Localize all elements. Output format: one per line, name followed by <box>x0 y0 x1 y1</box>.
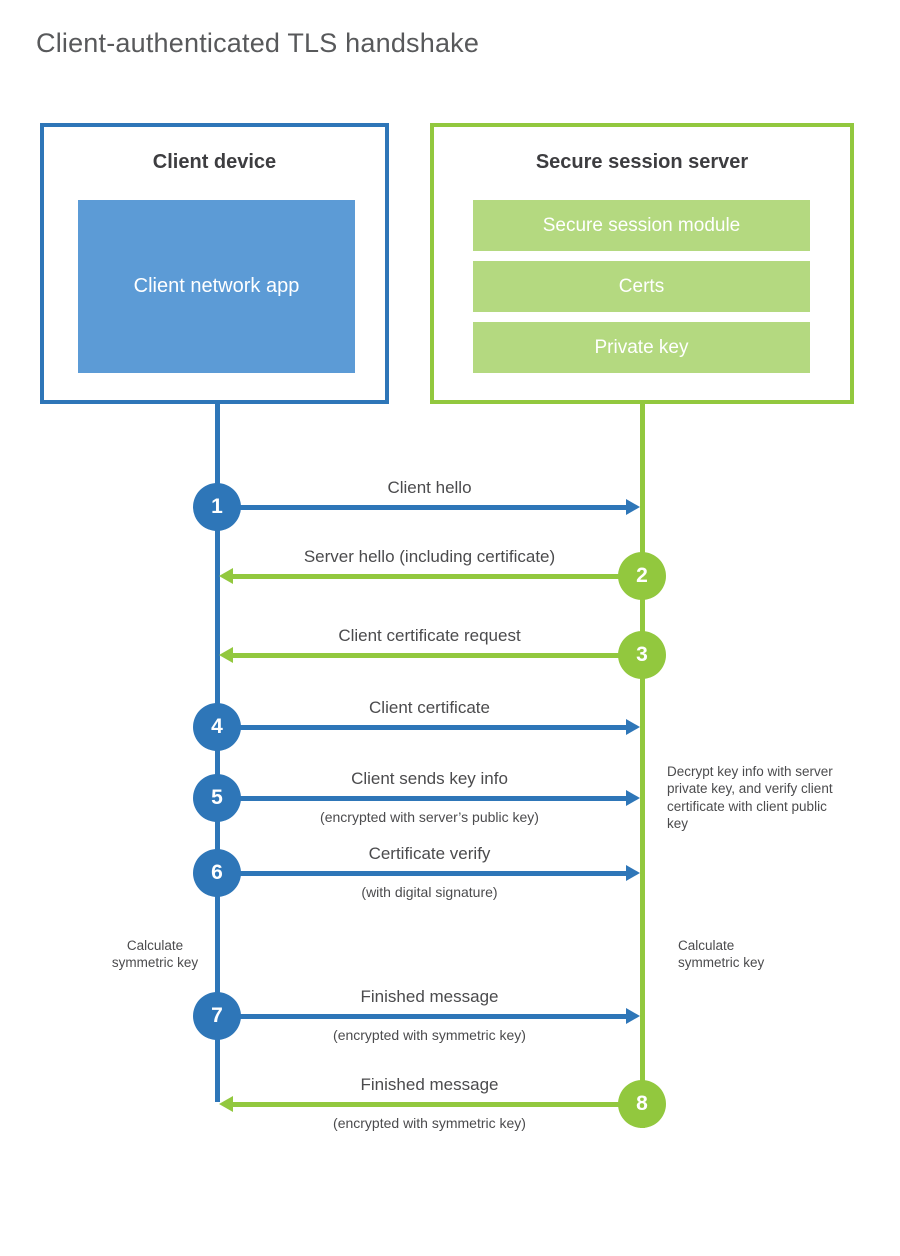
server-calculate-key-note: Calculate symmetric key <box>678 938 765 971</box>
arrowhead-right-icon <box>626 1008 640 1024</box>
server-lifeline <box>640 404 645 1128</box>
message-arrow-line <box>217 796 627 801</box>
message-label: Finished message <box>360 987 499 1006</box>
client-network-app-box: Client network app <box>78 200 355 373</box>
message-label: Server hello (including certificate) <box>303 547 556 566</box>
message-sublabel: (encrypted with symmetric key) <box>333 1115 526 1131</box>
message-arrow-line <box>217 505 627 510</box>
message-arrow-line <box>232 1102 642 1107</box>
message-arrow-line <box>217 871 627 876</box>
message-label: Client sends key info <box>351 769 508 788</box>
step-circle: 3 <box>618 631 666 679</box>
arrowhead-left-icon <box>219 1096 233 1112</box>
page-title: Client-authenticated TLS handshake <box>36 28 480 58</box>
secure-session-server-title: Secure session server <box>535 151 749 173</box>
client-device-title: Client device <box>152 151 277 173</box>
message-arrow-line <box>232 653 642 658</box>
server-module-bar: Certs <box>473 261 810 312</box>
step-circle: 2 <box>618 552 666 600</box>
server-module-bar: Secure session module <box>473 200 810 251</box>
arrowhead-left-icon <box>219 568 233 584</box>
arrowhead-right-icon <box>626 790 640 806</box>
message-label: Certificate verify <box>368 844 491 863</box>
server-module-bar: Private key <box>473 322 810 373</box>
message-arrow-line <box>232 574 642 579</box>
step-circle: 6 <box>193 849 241 897</box>
message-label: Client certificate <box>369 698 490 717</box>
server-decrypt-note: Decrypt key info with server private key… <box>667 764 833 831</box>
message-label: Client certificate request <box>338 626 521 645</box>
arrowhead-right-icon <box>626 719 640 735</box>
client-calculate-key-note: Calculate symmetric key <box>111 938 199 971</box>
step-circle: 5 <box>193 774 241 822</box>
message-sublabel: (with digital signature) <box>361 884 498 900</box>
client-lifeline <box>215 404 220 1102</box>
message-arrow-line <box>217 1014 627 1019</box>
step-circle: 7 <box>193 992 241 1040</box>
step-circle: 4 <box>193 703 241 751</box>
step-circle: 8 <box>618 1080 666 1128</box>
arrowhead-right-icon <box>626 499 640 515</box>
step-circle: 1 <box>193 483 241 531</box>
arrowhead-right-icon <box>626 865 640 881</box>
message-sublabel: (encrypted with symmetric key) <box>333 1027 526 1043</box>
message-arrow-line <box>217 725 627 730</box>
message-label: Finished message <box>360 1075 499 1094</box>
message-label: Client hello <box>387 478 472 497</box>
arrowhead-left-icon <box>219 647 233 663</box>
message-sublabel: (encrypted with server’s public key) <box>320 809 539 825</box>
